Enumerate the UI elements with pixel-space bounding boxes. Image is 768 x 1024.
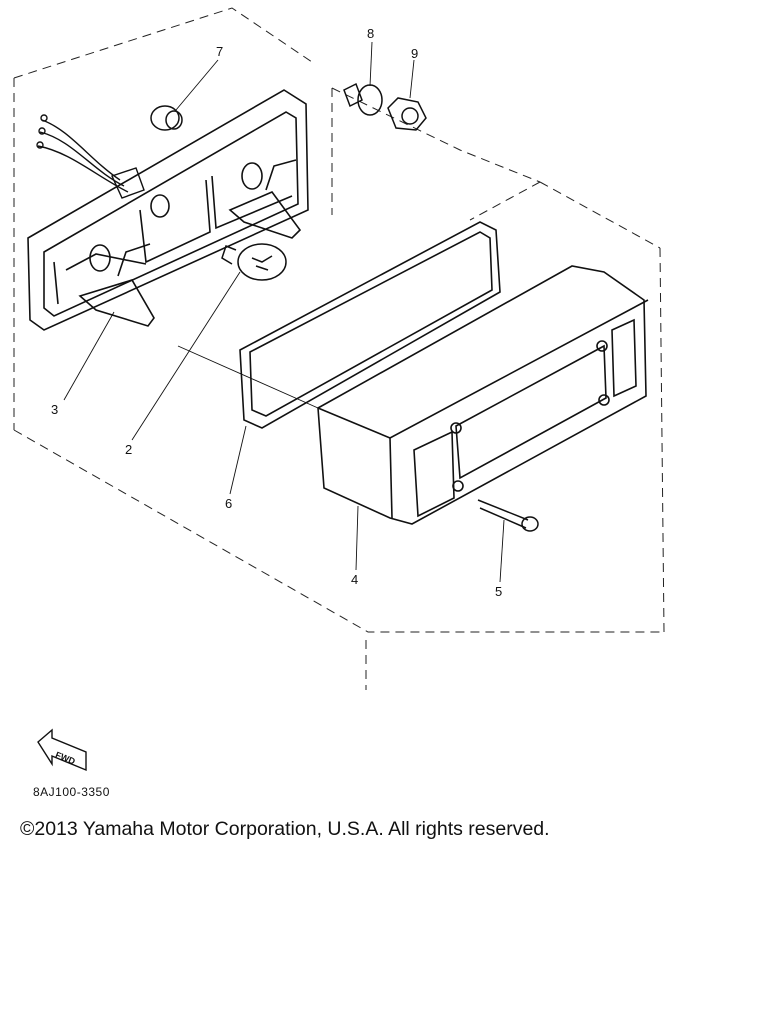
assembly-boundary bbox=[13, 7, 665, 690]
copyright-notice: ©2013 Yamaha Motor Corporation, U.S.A. A… bbox=[20, 818, 550, 840]
exploded-parts-diagram: 7 8 9 3 2 6 4 5 FWD bbox=[13, 7, 665, 772]
forward-arrow-icon: FWD bbox=[37, 728, 87, 772]
wiring-harness bbox=[36, 114, 145, 199]
callout-9: 9 bbox=[411, 46, 418, 61]
grommet bbox=[150, 105, 183, 131]
nut bbox=[387, 97, 427, 131]
callout-4: 4 bbox=[351, 572, 358, 587]
callout-5: 5 bbox=[495, 584, 502, 599]
bulb bbox=[221, 243, 287, 281]
drawing-code: 8AJ100-3350 bbox=[33, 785, 110, 799]
lens bbox=[317, 265, 649, 525]
collar bbox=[343, 82, 383, 116]
callout-3: 3 bbox=[51, 402, 58, 417]
callout-6: 6 bbox=[225, 496, 232, 511]
callout-8: 8 bbox=[367, 26, 374, 41]
callout-2: 2 bbox=[125, 442, 132, 457]
callout-7: 7 bbox=[216, 44, 223, 59]
screw bbox=[477, 499, 539, 532]
lens-base-housing bbox=[27, 89, 309, 331]
callout-labels: 7 8 9 3 2 6 4 5 bbox=[51, 26, 502, 599]
leader-lines bbox=[63, 41, 505, 583]
gasket bbox=[239, 221, 501, 429]
